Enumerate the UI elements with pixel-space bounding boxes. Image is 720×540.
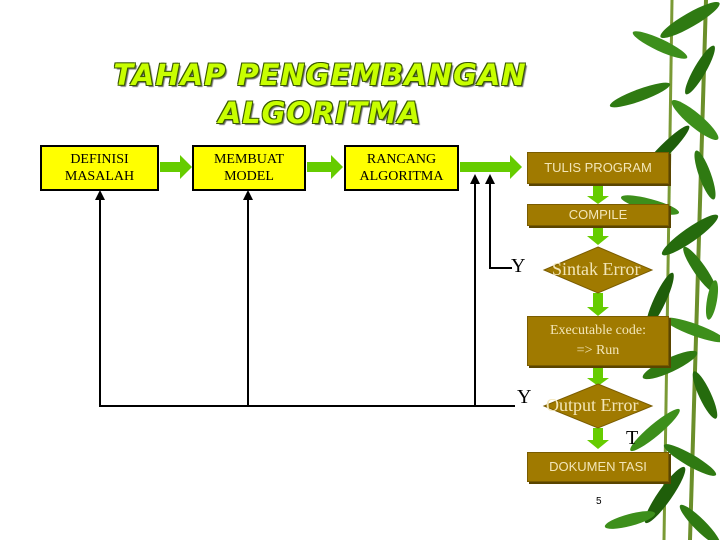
bamboo-leaves <box>604 0 720 540</box>
rancang-line2: ALGORITMA <box>359 169 444 184</box>
definisi-masalah-box: DEFINISI MASALAH <box>40 145 159 191</box>
rancang-line1: RANCANG <box>366 152 437 167</box>
arrow-sintak-to-executable <box>587 293 609 316</box>
model-line2: MODEL <box>224 169 274 184</box>
sintak-feedback-line <box>489 182 512 269</box>
arrow-output-to-dokumentasi <box>587 428 609 449</box>
slide-title: TAHAP PENGEMBANGAN ALGORITMA <box>100 56 540 132</box>
slide-title-line2: ALGORITMA <box>218 96 422 130</box>
output-error-label: Output Error <box>546 395 639 415</box>
sintak-error-diamond <box>542 246 654 294</box>
output-no-label: T <box>626 427 639 449</box>
arrow-tulis-to-compile <box>587 184 609 204</box>
definisi-line1: DEFINISI <box>70 152 129 167</box>
sintak-error-label: Sintak Error <box>552 259 641 279</box>
page-number: 5 <box>596 496 602 507</box>
output-yes-label: Y <box>517 386 532 408</box>
feedback-lines <box>99 182 515 407</box>
dokumentasi-box: DOKUMEN TASI <box>527 452 669 482</box>
feedback-arrowheads <box>95 174 495 200</box>
rancang-algoritma-box: RANCANG ALGORITMA <box>344 145 459 191</box>
arrow-model-to-rancang <box>307 155 343 179</box>
tulis-program-box: TULIS PROGRAM <box>527 152 669 184</box>
output-error-diamond <box>542 383 654 429</box>
arrow-compile-to-sintak <box>587 226 609 245</box>
sintak-yes-label: Y <box>511 255 526 277</box>
executable-line2: => Run <box>576 343 620 358</box>
arrow-executable-to-output <box>587 366 609 386</box>
tulis-program-label: TULIS PROGRAM <box>544 160 652 175</box>
compile-box: COMPILE <box>527 204 669 226</box>
arrow-rancang-to-tulis <box>460 155 522 179</box>
membuat-model-box: MEMBUAT MODEL <box>192 145 306 191</box>
slide-title-line1: TAHAP PENGEMBANGAN <box>113 58 527 92</box>
definisi-line2: MASALAH <box>64 169 135 184</box>
model-line1: MEMBUAT <box>213 152 284 167</box>
output-feedback-line <box>99 198 515 407</box>
flow-arrows <box>160 155 609 449</box>
compile-label: COMPILE <box>568 207 628 222</box>
dokumentasi-label: DOKUMEN TASI <box>549 459 647 474</box>
arrow-definisi-to-model <box>160 155 192 179</box>
executable-line1: Executable code: <box>549 323 646 338</box>
executable-code-box: Executable code: => Run <box>527 316 669 366</box>
